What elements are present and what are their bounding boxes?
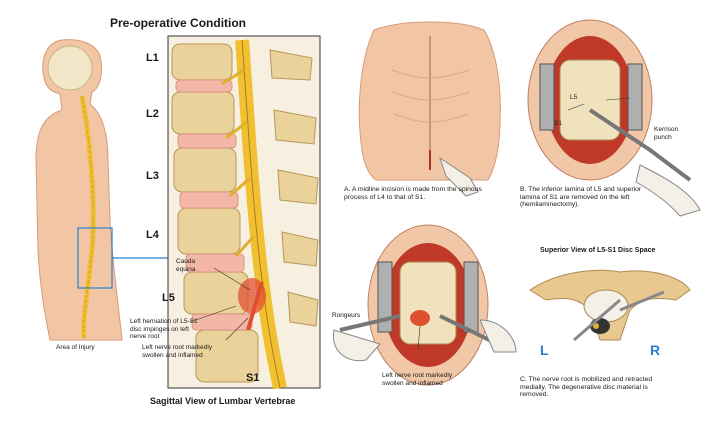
right-marker: R xyxy=(650,342,661,358)
s1-label-b: S1 xyxy=(554,120,562,127)
l5-label-b: L5 xyxy=(570,94,578,101)
caption-b: B. The inferior lamina of L5 and superio… xyxy=(520,186,642,209)
vertebra-label-l4: L4 xyxy=(146,229,159,241)
page-title: Pre-operative Condition xyxy=(110,16,247,30)
vertebra-label-l5: L5 xyxy=(162,292,175,304)
area-of-injury-label: Area of Injury xyxy=(56,344,95,351)
vertebra-label-s1: S1 xyxy=(246,372,260,384)
rongeurs-label: Rongeurs xyxy=(332,312,361,319)
nerve-root-c-label: Left nerve root markedly swollen and inf… xyxy=(382,372,453,387)
caption-c: C. The nerve root is mobilized and retra… xyxy=(520,376,653,399)
superior-view-title: Superior View of L5-S1 Disc Space xyxy=(540,247,656,254)
side-figure xyxy=(35,39,170,341)
sagittal-panel xyxy=(167,35,321,390)
vertebra-label-l3: L3 xyxy=(146,170,159,182)
kerrison-label: Kerrison punch xyxy=(654,126,679,141)
vertebra-label-l2: L2 xyxy=(146,108,159,120)
sagittal-caption: Sagittal View of Lumbar Vertebrae xyxy=(150,396,296,406)
panel-a-illustration xyxy=(358,21,501,197)
panel-c-right-illustration xyxy=(529,269,691,342)
caption-a: A. A midline incision is made from the s… xyxy=(344,186,482,201)
herniation-label: Left herniation of L5-S1 disc impinges o… xyxy=(130,318,198,340)
cauda-equina-label: Cauda equina xyxy=(176,258,196,273)
panel-c-left-illustration xyxy=(332,224,517,386)
panel-b-illustration xyxy=(527,19,701,217)
vertebra-label-l1: L1 xyxy=(146,52,159,64)
nerve-root-swollen-label: Left nerve root markedly swollen and inf… xyxy=(142,344,213,359)
left-marker: L xyxy=(540,342,549,358)
